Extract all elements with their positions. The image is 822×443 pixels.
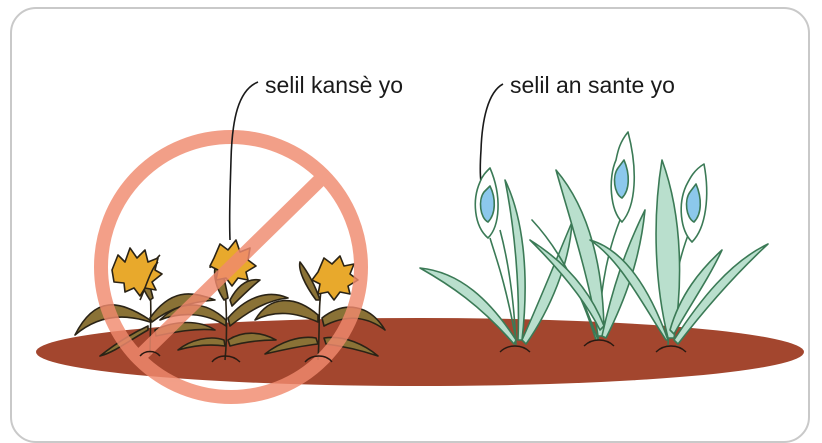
wilted-flower bbox=[111, 247, 163, 297]
illustration bbox=[36, 81, 804, 404]
spadix bbox=[685, 183, 702, 223]
spadix bbox=[613, 159, 630, 199]
no-sign-icon bbox=[94, 130, 368, 404]
healthy-plant bbox=[589, 159, 769, 346]
healthy-plants-group bbox=[419, 131, 769, 346]
spadix bbox=[479, 185, 496, 223]
cancer-cells-label: selil kansè yo bbox=[265, 72, 404, 98]
wilted-plant bbox=[254, 255, 386, 361]
healthy-cells-label: selil an sante yo bbox=[510, 72, 675, 98]
healthy-plant bbox=[419, 167, 573, 346]
roots bbox=[139, 339, 687, 363]
pointer-line-cancer bbox=[228, 81, 259, 241]
wilted-flower bbox=[311, 255, 359, 301]
soil-ground bbox=[36, 318, 804, 386]
pointer-line-healthy bbox=[479, 83, 504, 183]
